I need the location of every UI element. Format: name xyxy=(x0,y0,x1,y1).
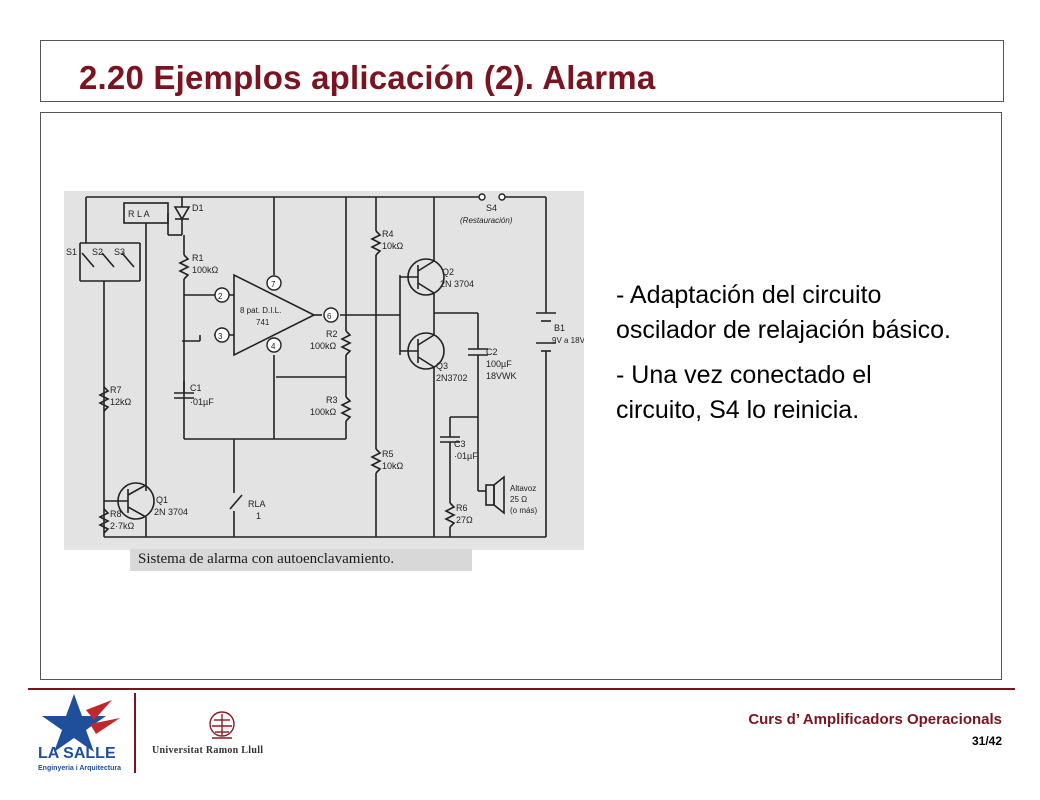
svg-text:10kΩ: 10kΩ xyxy=(382,461,404,471)
svg-text:27Ω: 27Ω xyxy=(456,515,473,525)
slide-title: 2.20 Ejemplos aplicación (2). Alarma xyxy=(79,59,656,96)
svg-text:R2: R2 xyxy=(326,329,338,339)
svg-text:R5: R5 xyxy=(382,449,394,459)
svg-text:R3: R3 xyxy=(326,395,338,405)
svg-text:2·7kΩ: 2·7kΩ xyxy=(110,521,135,531)
course-title: Curs d’ Amplificadors Operacionals xyxy=(748,711,1002,728)
svg-text:·01µF: ·01µF xyxy=(190,397,214,407)
content-frame xyxy=(40,112,1002,680)
svg-text:Q1: Q1 xyxy=(156,495,168,505)
svg-text:12kΩ: 12kΩ xyxy=(110,397,132,407)
caption-strip xyxy=(130,549,472,571)
url-emblem xyxy=(209,711,235,739)
footer-rule xyxy=(28,688,1015,690)
svg-text:100kΩ: 100kΩ xyxy=(192,265,219,275)
svg-text:18VWK: 18VWK xyxy=(486,371,517,381)
svg-text:1: 1 xyxy=(256,511,261,521)
svg-text:100kΩ: 100kΩ xyxy=(310,341,337,351)
figure-caption: Sistema de alarma con autoenclavamiento. xyxy=(138,551,395,567)
svg-text:2N3702: 2N3702 xyxy=(436,373,468,383)
lasalle-subtitle: Enginyeria i Arquitectura xyxy=(38,765,121,772)
svg-text:Altavoz: Altavoz xyxy=(510,484,536,493)
svg-text:B1: B1 xyxy=(554,323,565,333)
svg-text:10kΩ: 10kΩ xyxy=(382,241,404,251)
rla-coil-label: R L A xyxy=(128,209,150,219)
page-number: 31/42 xyxy=(971,734,1002,748)
svg-text:C1: C1 xyxy=(190,383,202,393)
svg-text:RLA: RLA xyxy=(248,499,266,509)
title-frame: 2.20 Ejemplos aplicación (2). Alarma xyxy=(40,40,1004,102)
alarm-circuit-schematic: R L A D1 S4 (Restauración) S1 S2 S3 R1 1… xyxy=(64,191,584,550)
svg-text:Q3: Q3 xyxy=(436,361,448,371)
svg-text:8 pat. D.I.L.: 8 pat. D.I.L. xyxy=(240,306,281,315)
svg-text:·01µF: ·01µF xyxy=(454,451,478,461)
svg-text:R4: R4 xyxy=(382,229,394,239)
svg-text:C3: C3 xyxy=(454,439,466,449)
svg-text:D1: D1 xyxy=(192,203,204,213)
star-icon xyxy=(42,694,106,752)
footer-divider xyxy=(134,693,136,773)
svg-text:R8: R8 xyxy=(110,509,122,519)
svg-text:3: 3 xyxy=(218,332,223,341)
bullet-adaptation: - Adaptación del circuito oscilador de r… xyxy=(616,281,951,344)
svg-text:S2: S2 xyxy=(92,247,103,257)
svg-text:S3: S3 xyxy=(114,247,125,257)
svg-text:100kΩ: 100kΩ xyxy=(310,407,337,417)
bullet-list: - Adaptación del circuito oscilador de r… xyxy=(616,278,956,438)
svg-text:100µF: 100µF xyxy=(486,359,512,369)
svg-text:4: 4 xyxy=(271,342,276,351)
svg-text:6: 6 xyxy=(327,312,332,321)
svg-text:S1: S1 xyxy=(66,247,77,257)
bullet-reset: - Una vez conectado el circuito, S4 lo r… xyxy=(616,361,872,424)
svg-text:C2: C2 xyxy=(486,347,498,357)
svg-text:25 Ω: 25 Ω xyxy=(510,495,527,504)
svg-text:741: 741 xyxy=(256,318,270,327)
svg-text:7: 7 xyxy=(271,280,276,289)
svg-text:R1: R1 xyxy=(192,253,204,263)
lasalle-logo: LA SALLE Enginyeria i Arquitectura xyxy=(38,694,121,772)
svg-text:R7: R7 xyxy=(110,385,122,395)
svg-text:R6: R6 xyxy=(456,503,468,513)
lasalle-wordmark: LA SALLE xyxy=(38,745,116,762)
svg-text:2N 3704: 2N 3704 xyxy=(154,507,188,517)
svg-text:Q2: Q2 xyxy=(442,267,454,277)
svg-text:2: 2 xyxy=(218,292,223,301)
university-name: Universitat Ramon Llull xyxy=(152,745,264,756)
svg-text:9V a 18V: 9V a 18V xyxy=(552,336,584,345)
svg-text:(o más): (o más) xyxy=(510,506,537,515)
svg-text:2N 3704: 2N 3704 xyxy=(440,279,474,289)
svg-text:(Restauración): (Restauración) xyxy=(460,216,513,225)
svg-text:S4: S4 xyxy=(486,203,497,213)
